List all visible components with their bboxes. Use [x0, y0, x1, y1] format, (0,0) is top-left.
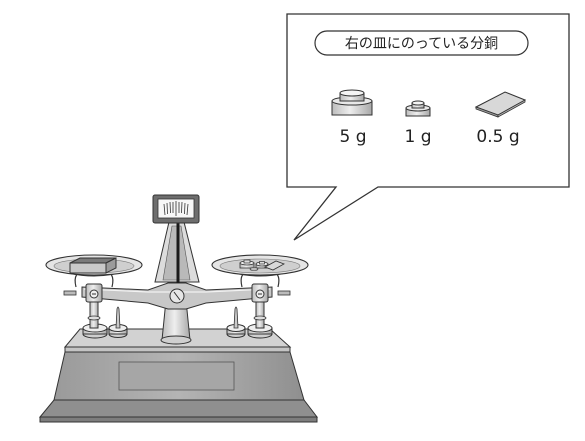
weight-label-0-5g: 0.5 g: [476, 127, 519, 147]
small-weight-icon: [405, 100, 431, 117]
callout-title-pill: 右の皿にのっている分銅: [314, 30, 529, 56]
pan-stems: [87, 291, 267, 329]
pointer-scale: [152, 194, 200, 224]
center-pivot: [169, 288, 185, 304]
scale-base: [38, 346, 319, 423]
plate-weight-icon: [474, 91, 527, 118]
callout-bubble: [286, 13, 570, 241]
weights-on-right-pan: [239, 259, 285, 271]
weight-label-5g: 5 g: [339, 127, 366, 147]
central-pillar: [160, 299, 192, 345]
pointer-column: [154, 212, 200, 283]
callout-title: 右の皿にのっている分銅: [345, 36, 498, 52]
large-weight-icon: [331, 89, 373, 116]
object-on-left-pan: [69, 257, 117, 274]
weight-label-1g: 1 g: [404, 127, 431, 147]
